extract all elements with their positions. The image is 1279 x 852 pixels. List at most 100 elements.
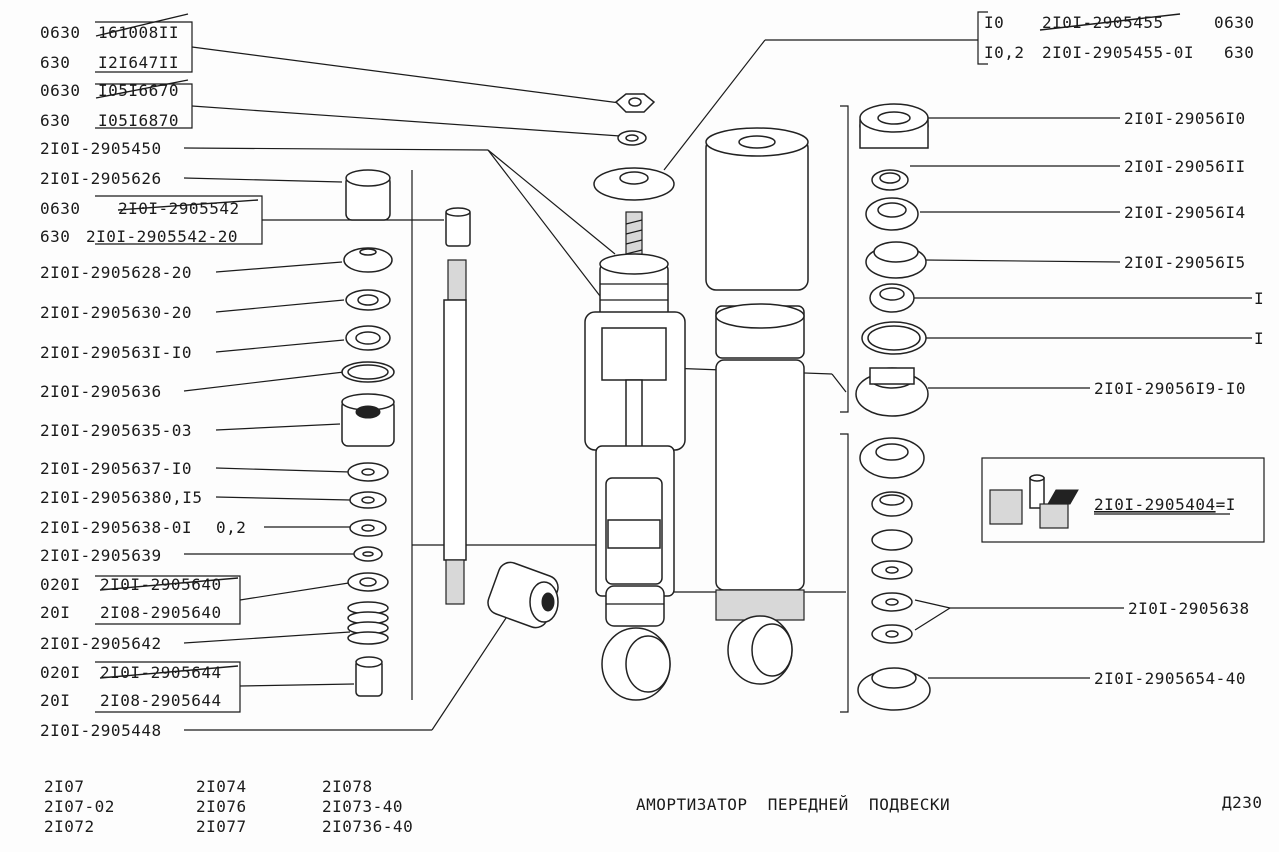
svg-text:20I: 20I bbox=[40, 691, 70, 710]
svg-text:I05I6870: I05I6870 bbox=[98, 111, 179, 130]
label-a: I0,2 bbox=[984, 43, 1025, 62]
part-label: 2I0I-2905626 bbox=[40, 169, 162, 188]
valve-spring bbox=[347, 601, 389, 645]
part-label: 2I0I-2905636 bbox=[40, 382, 162, 401]
rod-thread-lower bbox=[445, 559, 465, 605]
svg-text:0630: 0630 bbox=[40, 81, 81, 100]
svg-text:I2I647II: I2I647II bbox=[98, 53, 179, 72]
labels-left: 0630 161008II 630 I2I647II 0630 I05I6670… bbox=[40, 23, 246, 740]
cup-washer bbox=[343, 247, 393, 273]
label-b: 0,I5 bbox=[162, 488, 203, 507]
spare-rod bbox=[443, 299, 467, 561]
labels-right: 2I0I-29056I0 2I0I-29056II 2I0I-29056I4 2… bbox=[1094, 109, 1264, 688]
label-a: I0 bbox=[984, 13, 1004, 32]
label-c: 630 bbox=[1224, 43, 1254, 62]
strike-marks bbox=[95, 13, 1181, 679]
svg-text:2I08-2905640: 2I08-2905640 bbox=[100, 603, 222, 622]
part-label: 2I0I-2905642 bbox=[40, 634, 162, 653]
svg-text:630: 630 bbox=[1224, 43, 1254, 62]
svg-text:0,2: 0,2 bbox=[216, 518, 246, 537]
label-a: 020I bbox=[40, 663, 81, 682]
svg-text:2I08-2905644: 2I08-2905644 bbox=[100, 691, 222, 710]
label-b: 2I0I-2905640 bbox=[100, 575, 222, 594]
top-hardware bbox=[593, 93, 675, 201]
svg-text:630: 630 bbox=[40, 227, 70, 246]
svg-text:2I0I-2905404=I: 2I0I-2905404=I bbox=[1094, 495, 1236, 514]
part-label: 2I0I-2905637-I0 bbox=[40, 459, 192, 478]
part-label: 2I0I-29056I5 bbox=[1124, 253, 1246, 272]
svg-text:I05I6670: I05I6670 bbox=[98, 81, 179, 100]
part-label: 2I0I-29056I4 bbox=[1124, 203, 1246, 222]
label-a: 20I bbox=[40, 603, 70, 622]
model-code: 2I074 bbox=[196, 777, 247, 796]
label-b: I05I6670 bbox=[98, 81, 179, 100]
dust-cover bbox=[705, 137, 809, 291]
label-b: 2I0I-2905455 bbox=[1042, 13, 1164, 32]
label-b: 2I0I-2905542 bbox=[118, 199, 240, 218]
svg-text:2I0I-2905542-20: 2I0I-2905542-20 bbox=[86, 227, 238, 246]
guide-parts-right bbox=[855, 103, 931, 711]
model-code: 2I073-40 bbox=[322, 797, 403, 816]
svg-text:630: 630 bbox=[40, 53, 70, 72]
part-label: 2I0I-29056I9-I0 bbox=[1094, 379, 1246, 398]
svg-text:020I: 020I bbox=[40, 575, 81, 594]
label-a: 0630 bbox=[40, 23, 81, 42]
label-b: I05I6870 bbox=[98, 111, 179, 130]
label-a: 20I bbox=[40, 691, 70, 710]
svg-text:0,I5: 0,I5 bbox=[162, 488, 203, 507]
part-label: 2I0I-29056I0 bbox=[1124, 109, 1246, 128]
valve-parts-left bbox=[341, 169, 559, 697]
kit-box-icon bbox=[989, 489, 1023, 525]
part-label: 2I0I-2905448 bbox=[40, 721, 162, 740]
model-code: 2I07-02 bbox=[44, 797, 115, 816]
valve-plate bbox=[871, 529, 913, 551]
label-b: 161008II bbox=[98, 23, 179, 42]
label-a: 630 bbox=[40, 111, 70, 130]
part-label: 2I0I-2905450 bbox=[40, 139, 162, 158]
svg-text:020I: 020I bbox=[40, 663, 81, 682]
kit-label: 2I0I-2905404 bbox=[1094, 495, 1216, 514]
page-title: АМОРТИЗАТОР ПЕРЕДНЕЙ ПОДВЕСКИ bbox=[636, 795, 950, 814]
svg-text:2I0I-2905638-0I: 2I0I-2905638-0I bbox=[40, 518, 192, 537]
model-code: 2I07 bbox=[44, 777, 85, 796]
label-a: 2I0I-2905638-0I bbox=[40, 518, 192, 537]
repair-kit-box bbox=[981, 457, 1265, 543]
svg-text:161008II: 161008II bbox=[98, 23, 179, 42]
footer: 2I07 2I07-02 2I072 2I074 2I076 2I077 2I0… bbox=[44, 777, 1262, 836]
part-label: 2I0I-2905630-20 bbox=[40, 303, 192, 322]
svg-text:2I0I-2905638: 2I0I-2905638 bbox=[40, 488, 162, 507]
label-a: 630 bbox=[40, 227, 70, 246]
part-label: 2I0I-2905628-20 bbox=[40, 263, 192, 282]
model-code: 2I072 bbox=[44, 817, 95, 836]
label-b: 2I0I-2905542-20 bbox=[86, 227, 238, 246]
model-code: 2I077 bbox=[196, 817, 247, 836]
lower-bushing bbox=[487, 561, 559, 629]
label-b: 2I0I-2905644 bbox=[100, 663, 222, 682]
part-label: 2I0I-2905654-40 bbox=[1094, 669, 1246, 688]
svg-text:20I: 20I bbox=[40, 603, 70, 622]
part-label: 2I0I-2905639 bbox=[40, 546, 162, 565]
reservoir-window bbox=[601, 327, 667, 381]
part-label: 2I0I-2905638 bbox=[1128, 599, 1250, 618]
part-label: 2I0I-29056II bbox=[1124, 157, 1246, 176]
label-b: 2I08-2905640 bbox=[100, 603, 222, 622]
svg-text:0630: 0630 bbox=[1214, 13, 1255, 32]
model-code: 2I078 bbox=[322, 777, 373, 796]
kit-suffix: =I bbox=[1216, 495, 1236, 514]
svg-text:2I0I-2905644: 2I0I-2905644 bbox=[100, 663, 222, 682]
svg-text:2I0I-2905640: 2I0I-2905640 bbox=[100, 575, 222, 594]
label-a: 020I bbox=[40, 575, 81, 594]
label-b: I2I647II bbox=[98, 53, 179, 72]
bottom-cup bbox=[605, 585, 665, 627]
svg-text:2I0I-2905455-0I: 2I0I-2905455-0I bbox=[1042, 43, 1194, 62]
svg-text:0630: 0630 bbox=[40, 199, 81, 218]
svg-text:I0: I0 bbox=[984, 13, 1004, 32]
shock-absorber-assembly bbox=[584, 211, 686, 701]
label-a: 0630 bbox=[40, 81, 81, 100]
part-label: I bbox=[1254, 289, 1264, 308]
label-a: 630 bbox=[40, 53, 70, 72]
rod-thread-upper bbox=[447, 259, 467, 301]
svg-text:2I0I-2905455: 2I0I-2905455 bbox=[1042, 13, 1164, 32]
label-b: 2I0I-2905455-0I bbox=[1042, 43, 1194, 62]
